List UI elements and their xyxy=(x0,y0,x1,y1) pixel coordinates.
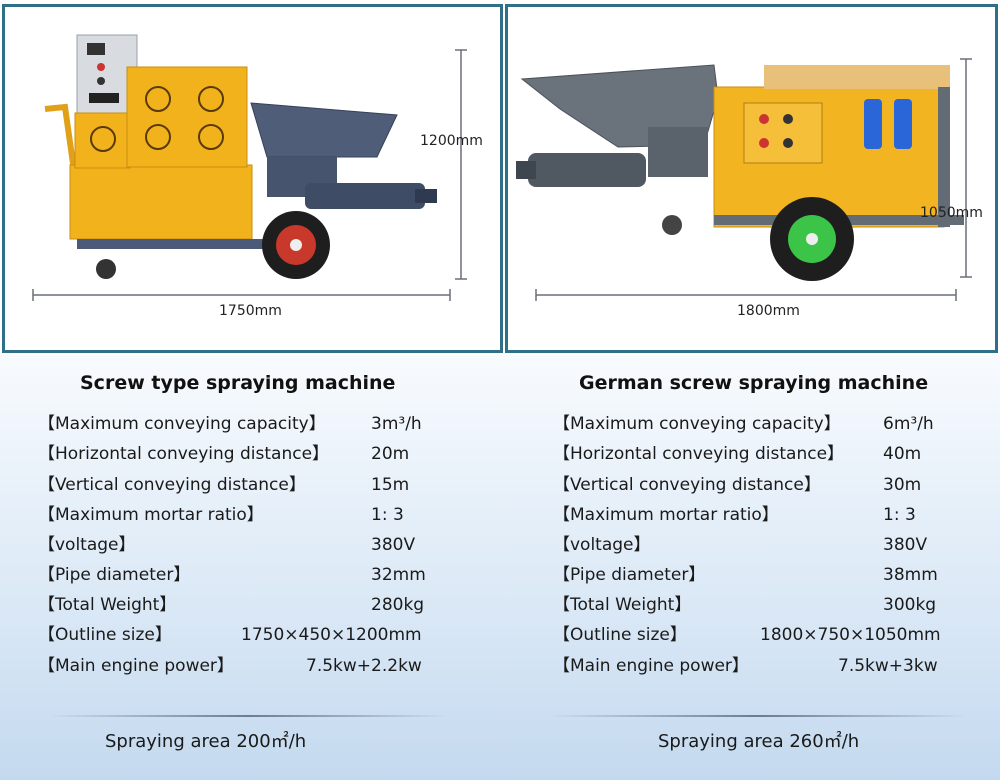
spec-value: 380V xyxy=(371,535,416,555)
spec-label: 【Vertical conveying distance】 xyxy=(38,475,306,495)
spec-label: 【Pipe diameter】 xyxy=(553,565,706,585)
right-machine-photo-panel: 1050mm 1800mm xyxy=(505,4,998,353)
left-machine-photo-panel: 1200mm 1750mm xyxy=(2,4,503,353)
specifications-section: Screw type spraying machine 【Maximum con… xyxy=(0,355,1000,780)
spec-label: 【Horizontal conveying distance】 xyxy=(38,444,330,464)
spec-row: 【voltage】 380V xyxy=(553,532,1000,558)
spraying-area-text: Spraying area 260㎡/h xyxy=(658,731,860,752)
spec-value: 15m xyxy=(371,475,410,495)
spec-value: 3m³/h xyxy=(371,414,422,434)
screw-spraying-machine-image xyxy=(32,34,467,301)
spec-label: 【Main engine power】 xyxy=(38,656,234,676)
spec-row: 【Maximum conveying capacity】 3m³/h xyxy=(38,411,518,437)
length-dimension-label: 1800mm xyxy=(737,303,800,319)
spec-label: 【Outline size】 xyxy=(38,625,172,645)
spec-row: 【Maximum mortar ratio】 1: 3 xyxy=(38,502,518,528)
spec-row: 【Vertical conveying distance】 30m xyxy=(553,472,1000,498)
right-spec-column: German screw spraying machine 【Maximum c… xyxy=(548,355,1000,780)
german-screw-spraying-machine-image xyxy=(516,58,972,301)
spec-value: 300kg xyxy=(883,595,937,615)
spec-row: 【Total Weight】 280kg xyxy=(38,592,518,618)
height-dimension-label: 1050mm xyxy=(920,205,983,221)
spec-row: 【Maximum conveying capacity】 6m³/h xyxy=(553,411,1000,437)
spec-label: 【Main engine power】 xyxy=(553,656,749,676)
length-dimension-label: 1750mm xyxy=(219,303,282,319)
spec-row: 【Horizontal conveying distance】 40m xyxy=(553,441,1000,467)
machine-title: German screw spraying machine xyxy=(579,372,929,394)
spec-value: 1750×450×1200mm xyxy=(241,625,422,645)
spec-value: 20m xyxy=(371,444,410,464)
left-spec-column: Screw type spraying machine 【Maximum con… xyxy=(38,355,518,780)
spec-row: 【Total Weight】 300kg xyxy=(553,592,1000,618)
spec-value: 7.5kw+3kw xyxy=(838,656,938,676)
spec-label: 【Horizontal conveying distance】 xyxy=(553,444,845,464)
spec-row: 【Outline size】 1800×750×1050mm xyxy=(553,622,1000,648)
spec-value: 1800×750×1050mm xyxy=(760,625,941,645)
divider xyxy=(48,715,448,717)
spec-row: 【Pipe diameter】 38mm xyxy=(553,562,1000,588)
spec-value: 38mm xyxy=(883,565,938,585)
spec-row: 【Horizontal conveying distance】 20m xyxy=(38,441,518,467)
spec-label: 【Vertical conveying distance】 xyxy=(553,475,821,495)
spec-label: 【Total Weight】 xyxy=(38,595,177,615)
spec-label: 【Maximum mortar ratio】 xyxy=(553,505,779,525)
spec-value: 32mm xyxy=(371,565,426,585)
spec-row: 【Maximum mortar ratio】 1: 3 xyxy=(553,502,1000,528)
spec-value: 280kg xyxy=(371,595,425,615)
spec-label: 【Maximum conveying capacity】 xyxy=(38,414,326,434)
spec-value: 1: 3 xyxy=(371,505,404,525)
spec-row: 【Main engine power】 7.5kw+2.2kw xyxy=(38,653,518,679)
spec-value: 7.5kw+2.2kw xyxy=(306,656,422,676)
spec-label: 【voltage】 xyxy=(38,535,136,555)
spec-label: 【Maximum conveying capacity】 xyxy=(553,414,841,434)
spec-value: 380V xyxy=(883,535,928,555)
spec-label: 【Pipe diameter】 xyxy=(38,565,191,585)
spec-value: 30m xyxy=(883,475,922,495)
spec-value: 6m³/h xyxy=(883,414,934,434)
height-dimension-label: 1200mm xyxy=(420,133,483,149)
spec-row: 【Pipe diameter】 32mm xyxy=(38,562,518,588)
spec-row: 【Outline size】 1750×450×1200mm xyxy=(38,622,518,648)
spec-value: 1: 3 xyxy=(883,505,916,525)
divider xyxy=(548,715,968,717)
spec-row: 【voltage】 380V xyxy=(38,532,518,558)
spec-label: 【Outline size】 xyxy=(553,625,687,645)
spec-value: 40m xyxy=(883,444,922,464)
spec-label: 【Maximum mortar ratio】 xyxy=(38,505,264,525)
spec-label: 【voltage】 xyxy=(553,535,651,555)
spec-label: 【Total Weight】 xyxy=(553,595,692,615)
spraying-area-text: Spraying area 200㎡/h xyxy=(105,731,307,752)
spec-row: 【Main engine power】 7.5kw+3kw xyxy=(553,653,1000,679)
machine-title: Screw type spraying machine xyxy=(80,372,396,394)
spec-row: 【Vertical conveying distance】 15m xyxy=(38,472,518,498)
